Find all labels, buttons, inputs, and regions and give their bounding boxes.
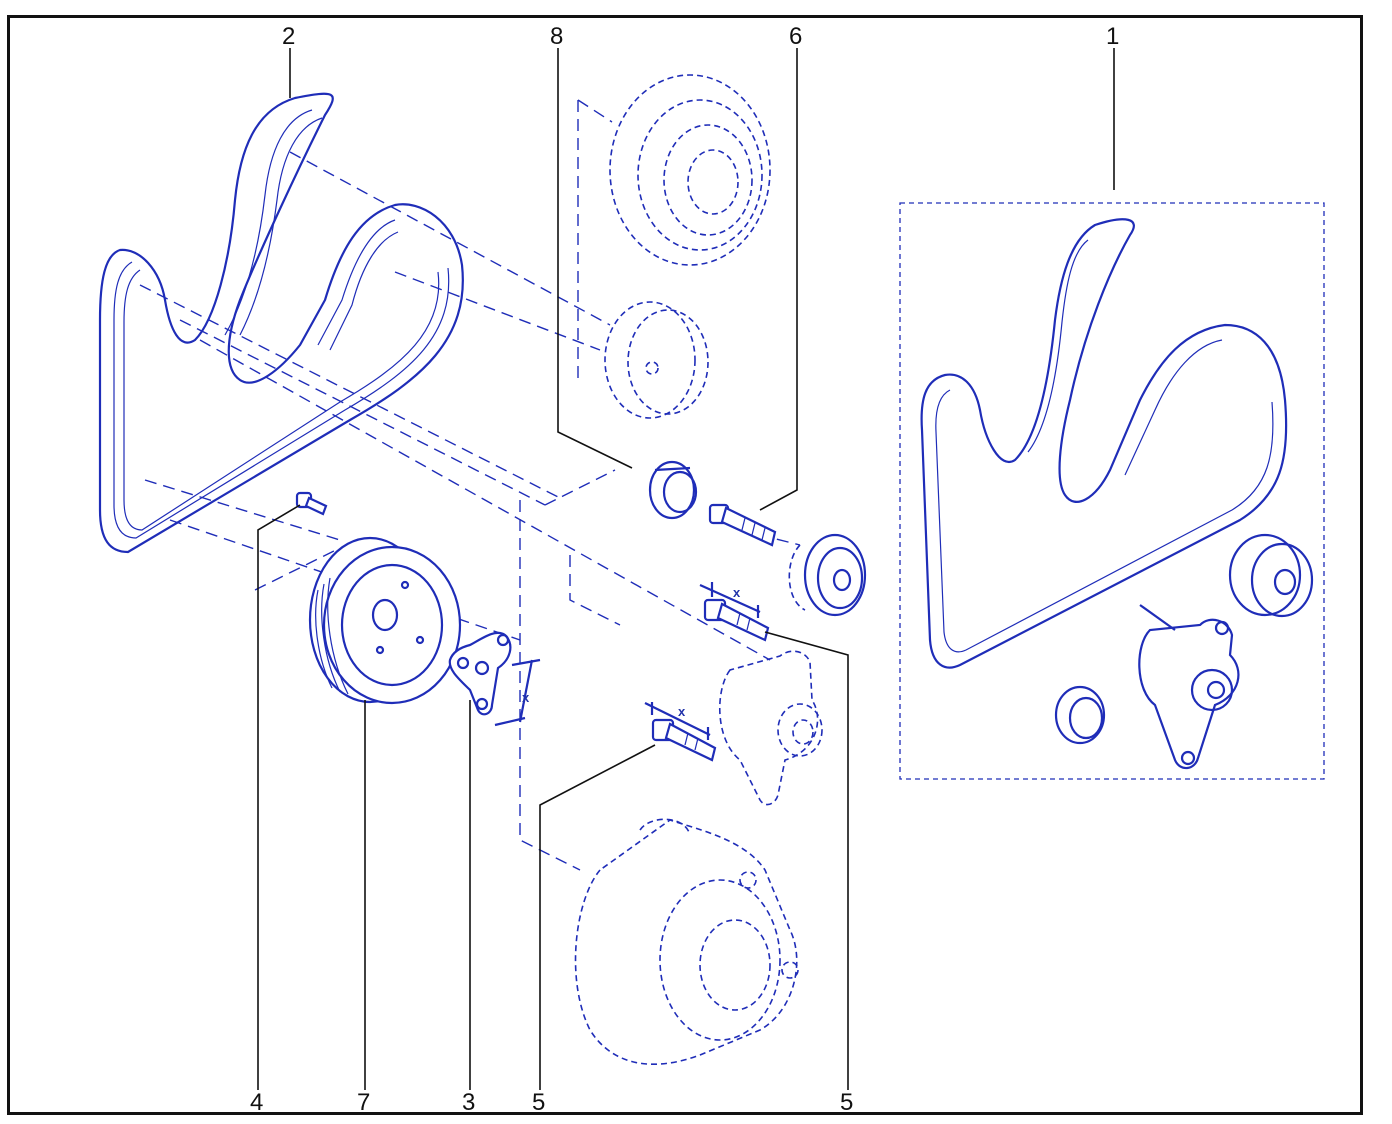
tensioner-bolt-part-5-lower — [651, 718, 717, 762]
dimension-marks: x x x — [494, 582, 761, 740]
projection-lines — [139, 99, 801, 871]
cap-part-8 — [648, 460, 698, 520]
dimension-x-1: x — [733, 585, 741, 600]
water-pump-pulley-part-7 — [308, 536, 462, 705]
dimension-x-2: x — [678, 704, 686, 719]
idler-bolt-part-6 — [708, 503, 777, 547]
belt-kit-part-1 — [899, 202, 1325, 780]
bracket-part-3 — [448, 631, 512, 716]
alternator-phantom — [574, 818, 799, 1065]
callout-4: 4 — [250, 1089, 263, 1116]
leader-lines — [257, 48, 1115, 1090]
damper-pulley-phantom — [604, 301, 709, 419]
diagram-frame — [7, 15, 1363, 1115]
callout-5-upper-bolt: 5 — [840, 1089, 853, 1116]
dimension-x-3: x — [522, 690, 530, 705]
bolt-part-4 — [295, 491, 328, 516]
callout-7: 7 — [357, 1089, 370, 1116]
callout-2: 2 — [282, 23, 295, 50]
serpentine-belt-part-2 — [98, 92, 464, 554]
callout-6: 6 — [789, 23, 802, 50]
tensioner-bolt-part-5-upper — [703, 598, 770, 642]
tensioner-phantom — [718, 650, 823, 806]
callout-3: 3 — [462, 1089, 475, 1116]
idler-pulley — [788, 533, 867, 617]
callout-8: 8 — [550, 23, 563, 50]
callout-1: 1 — [1106, 23, 1119, 50]
callout-5-lower-bolt: 5 — [532, 1089, 545, 1116]
crankshaft-pulley-phantom — [609, 74, 771, 266]
callouts: 2 8 6 1 4 7 3 5 5 — [250, 23, 1119, 1116]
